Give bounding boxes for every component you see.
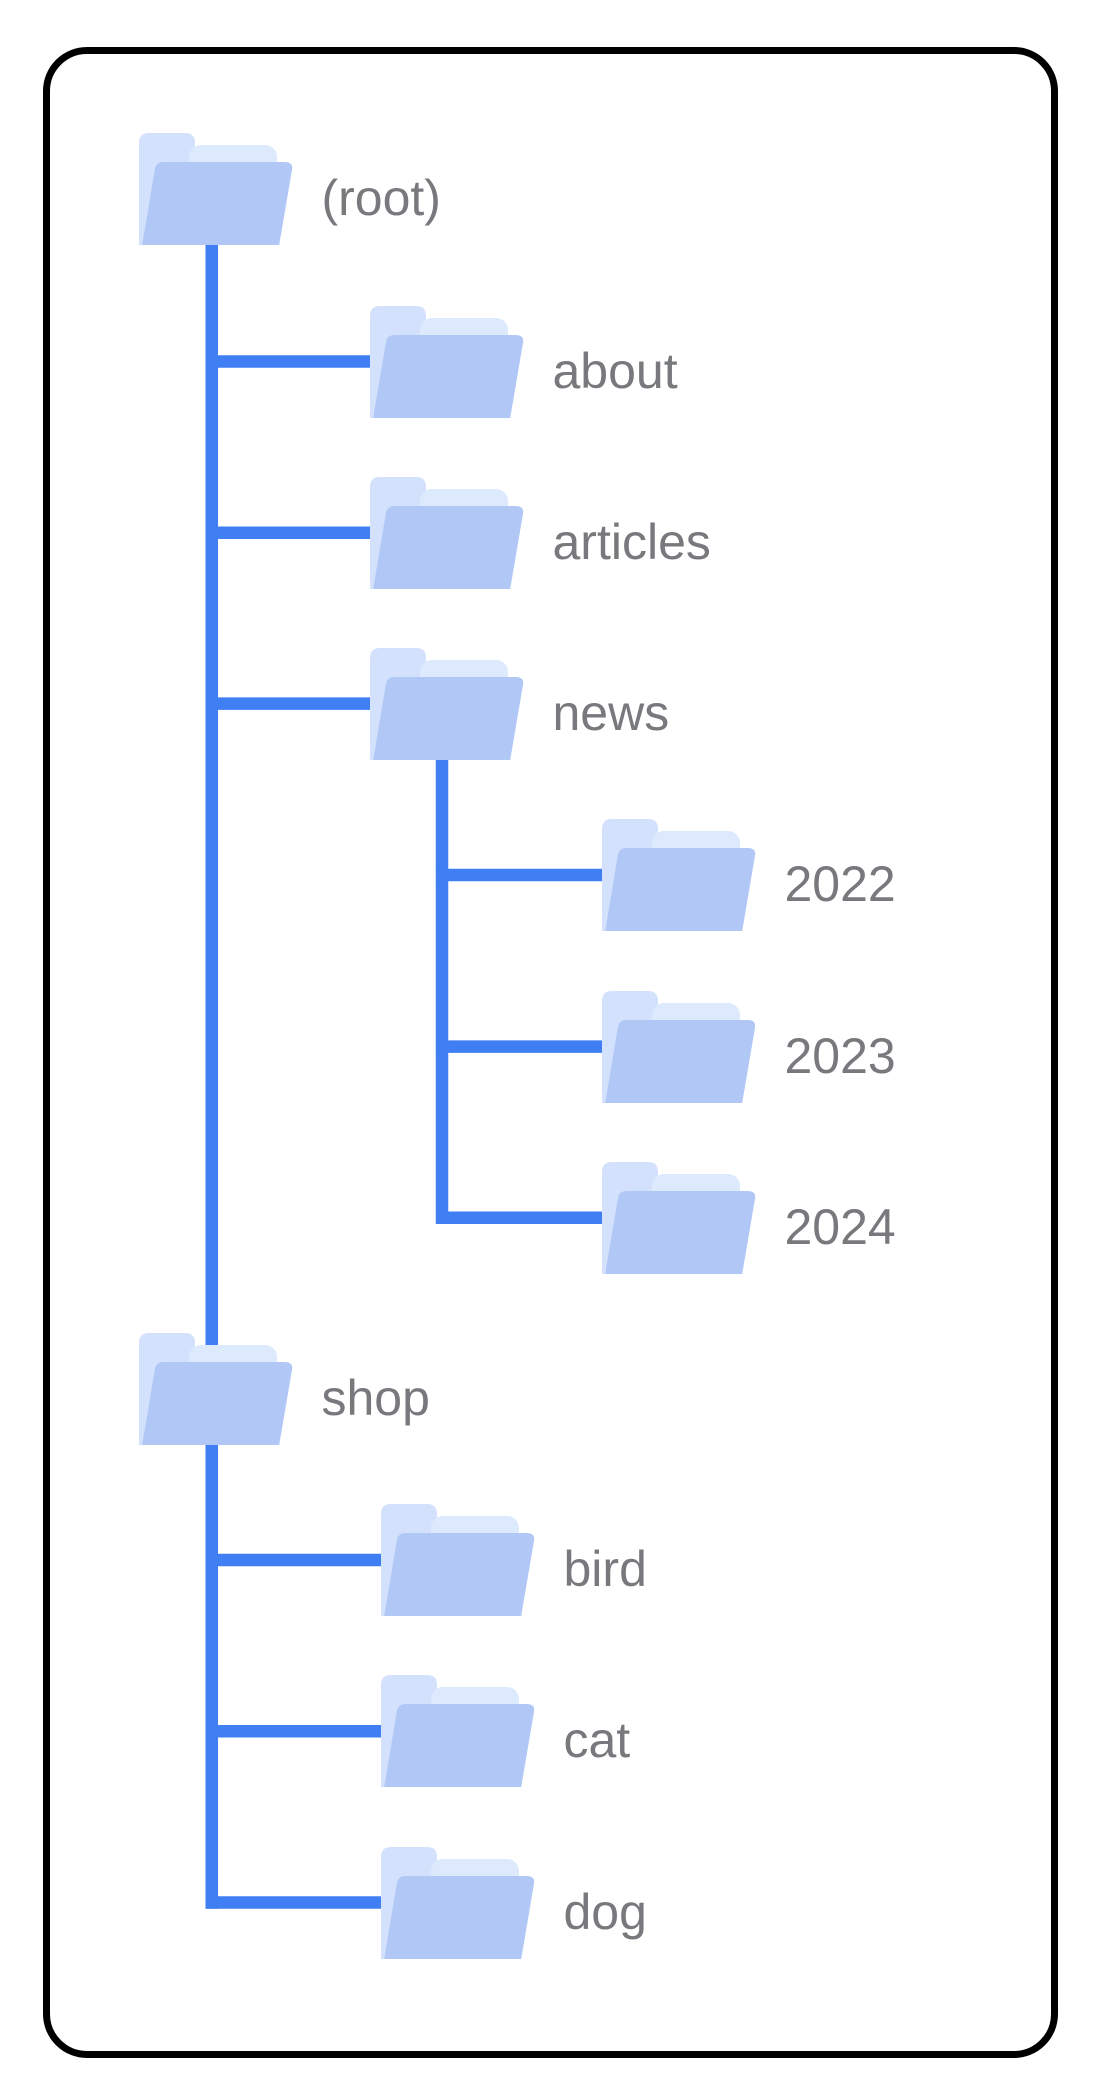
folder-label-shop: shop: [321, 1369, 430, 1426]
folder-icon: [601, 1161, 755, 1274]
folder-icon: [138, 133, 292, 245]
folder-icon: [380, 1675, 534, 1788]
folder-front: [372, 334, 523, 418]
folder-front: [141, 1361, 292, 1445]
folder-icon: [369, 305, 523, 418]
folder-icon: [138, 1332, 292, 1445]
folder-front: [604, 848, 755, 931]
folder-icon: [380, 1846, 534, 1959]
folder-label-bird: bird: [563, 1541, 647, 1597]
folder-label-news: news: [552, 684, 670, 741]
folder-icon: [380, 1504, 534, 1616]
folder-label-2022: 2022: [784, 856, 896, 912]
folder-label-2024: 2024: [784, 1198, 896, 1255]
folder-front: [383, 1875, 534, 1959]
folder-front: [383, 1704, 534, 1788]
folder-label-cat: cat: [563, 1712, 631, 1769]
folder-label-about: about: [552, 342, 678, 399]
folder-icon: [369, 647, 523, 760]
folder-icon: [601, 990, 755, 1103]
folder-front: [604, 1019, 755, 1103]
folder-icon: [369, 476, 523, 589]
folder-icon: [601, 819, 755, 931]
folder-label-root: (root): [321, 170, 441, 226]
folder-front: [372, 505, 523, 589]
folder-label-articles: articles: [552, 513, 711, 570]
folder-front: [604, 1190, 755, 1274]
folder-label-2023: 2023: [784, 1027, 896, 1084]
folder-front: [383, 1533, 534, 1616]
folder-label-dog: dog: [563, 1883, 647, 1940]
folder-front: [141, 162, 292, 245]
folder-front: [372, 676, 523, 760]
rounded-border-frame: [43, 47, 1058, 2058]
